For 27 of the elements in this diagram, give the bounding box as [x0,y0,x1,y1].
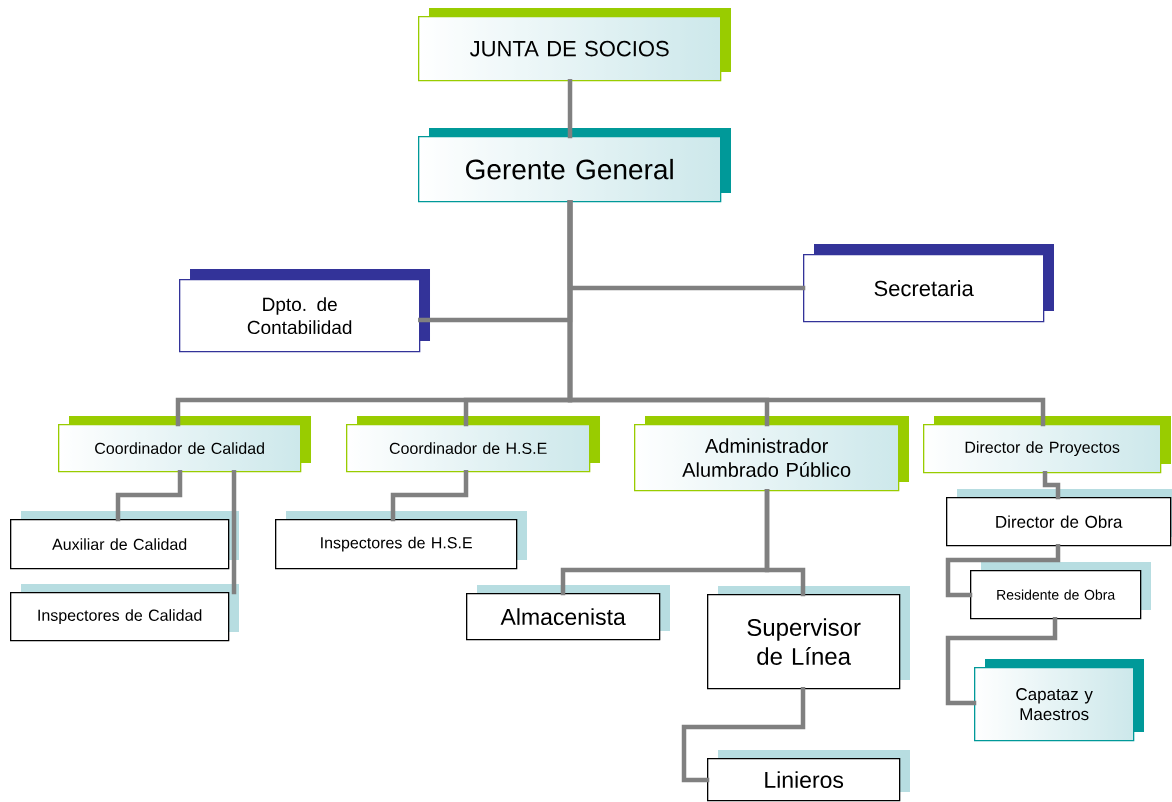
connector-line [115,470,183,522]
org-box: Dpto. de Contabilidad [179,269,430,353]
org-box: Secretaria [803,244,1054,323]
org-box: Auxiliar de Calidad [10,511,239,570]
connector-line [945,544,1061,598]
org-box: Coordinador de H.S.E [346,416,600,473]
org-box: JUNTA DE SOCIOS [418,8,731,82]
connector-line [231,470,237,595]
connector-line [1042,471,1061,500]
org-box: Director de Proyectos [923,416,1171,474]
connector-line [567,200,1046,427]
org-box: Almacenista [466,585,670,641]
org-box: Linieros [707,750,910,802]
org-box: Supervisor de Línea [707,586,910,690]
org-box: Gerente General [418,128,731,203]
org-box: Inspectores de H.S.E [275,511,527,570]
org-box: Residente de Obra [970,562,1151,620]
connector-line [390,470,469,522]
org-box: Capataz y Maestros [974,659,1144,742]
org-box: Administrador Alumbrado Público [634,416,909,492]
connector-line [681,687,806,783]
connector-line [945,617,1058,706]
org-box: Director de Obra [946,489,1172,547]
org-box: Inspectores de Calidad [10,584,239,642]
connector-line [764,489,806,597]
connector-line [567,79,573,139]
org-box: Coordinador de Calidad [58,416,311,473]
